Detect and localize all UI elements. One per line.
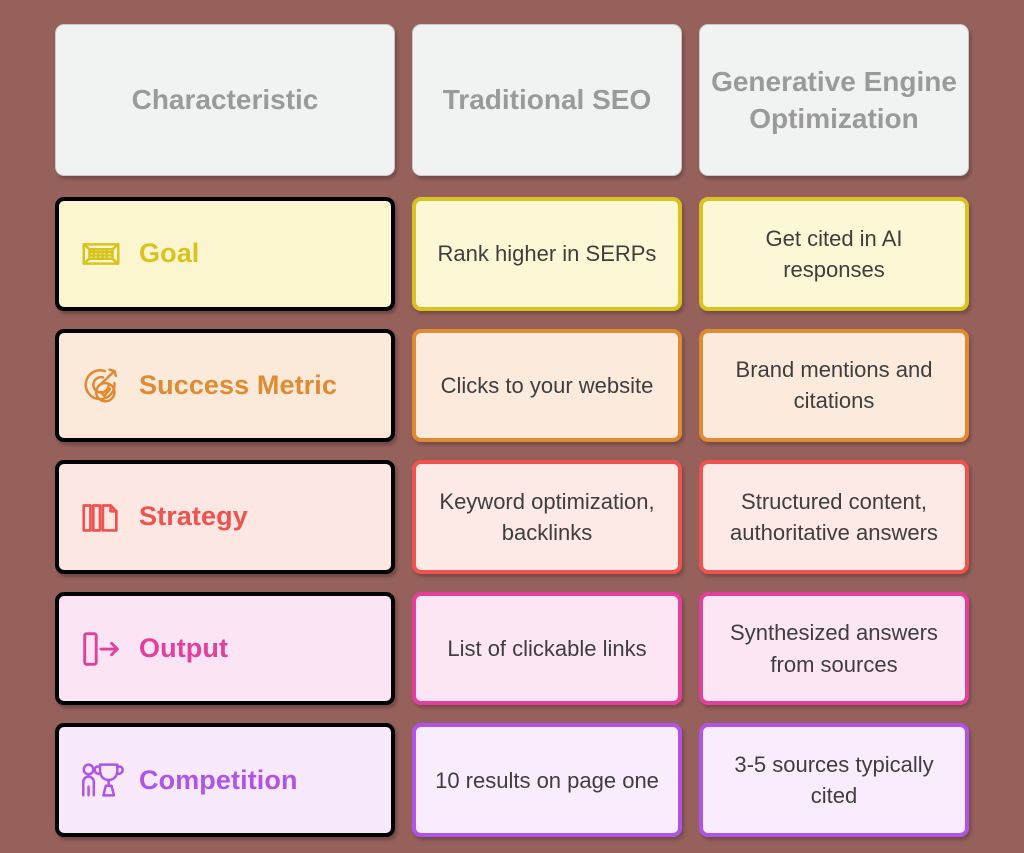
target-check-icon <box>77 361 125 409</box>
cell-generative-engine-optimization: 3-5 sources typically cited <box>699 723 969 837</box>
column-gap <box>682 592 699 706</box>
row-label-text: Strategy <box>139 501 248 532</box>
column-gap <box>395 723 412 837</box>
cell-traditional-seo: Clicks to your website <box>412 328 682 443</box>
column-gap <box>395 592 412 706</box>
output-arrow-icon <box>77 625 125 673</box>
row-label-cell-strategy[interactable]: Strategy <box>55 460 395 574</box>
cell-generative-engine-optimization: Structured content, authoritative answer… <box>699 460 969 574</box>
row-label-cell-output[interactable]: Output <box>55 591 395 706</box>
cell-generative-engine-optimization: Brand mentions and citations <box>699 328 969 443</box>
row-label-text: Competition <box>139 764 298 795</box>
row-label-cell-success-metric[interactable]: Success Metric <box>55 328 395 443</box>
header-characteristic: Characteristic <box>55 24 395 176</box>
cell-generative-engine-optimization: Get cited in AI responses <box>699 197 969 311</box>
column-gap <box>682 723 699 837</box>
column-gap <box>682 329 699 443</box>
row-label-cell-competition[interactable]: Competition <box>55 723 395 837</box>
cell-generative-engine-optimization: Synthesized answers from sources <box>699 591 969 706</box>
row-label-cell-goal[interactable]: Goal <box>55 197 395 311</box>
row-label-text: Output <box>139 633 229 664</box>
cell-traditional-seo: Rank higher in SERPs <box>412 197 682 311</box>
soccer-goal-icon <box>77 230 125 278</box>
books-shelf-icon <box>77 493 125 541</box>
cell-traditional-seo: Keyword optimization, backlinks <box>412 460 682 574</box>
column-gap <box>395 329 412 443</box>
header-generative-engine-optimization: Generative Engine Optimization <box>699 24 969 176</box>
table-header-row: Characteristic Traditional SEO Generativ… <box>55 24 969 176</box>
column-gap <box>395 460 412 574</box>
column-gap <box>395 197 412 311</box>
header-traditional-seo: Traditional SEO <box>412 24 682 176</box>
row-label-text: Goal <box>139 238 200 269</box>
cell-traditional-seo: 10 results on page one <box>412 723 682 837</box>
column-gap <box>682 24 699 176</box>
cell-traditional-seo: List of clickable links <box>412 591 682 706</box>
column-gap <box>682 460 699 574</box>
row-label-text: Success Metric <box>139 369 338 400</box>
column-gap <box>682 197 699 311</box>
column-gap <box>395 24 412 176</box>
person-trophy-icon <box>77 756 125 804</box>
